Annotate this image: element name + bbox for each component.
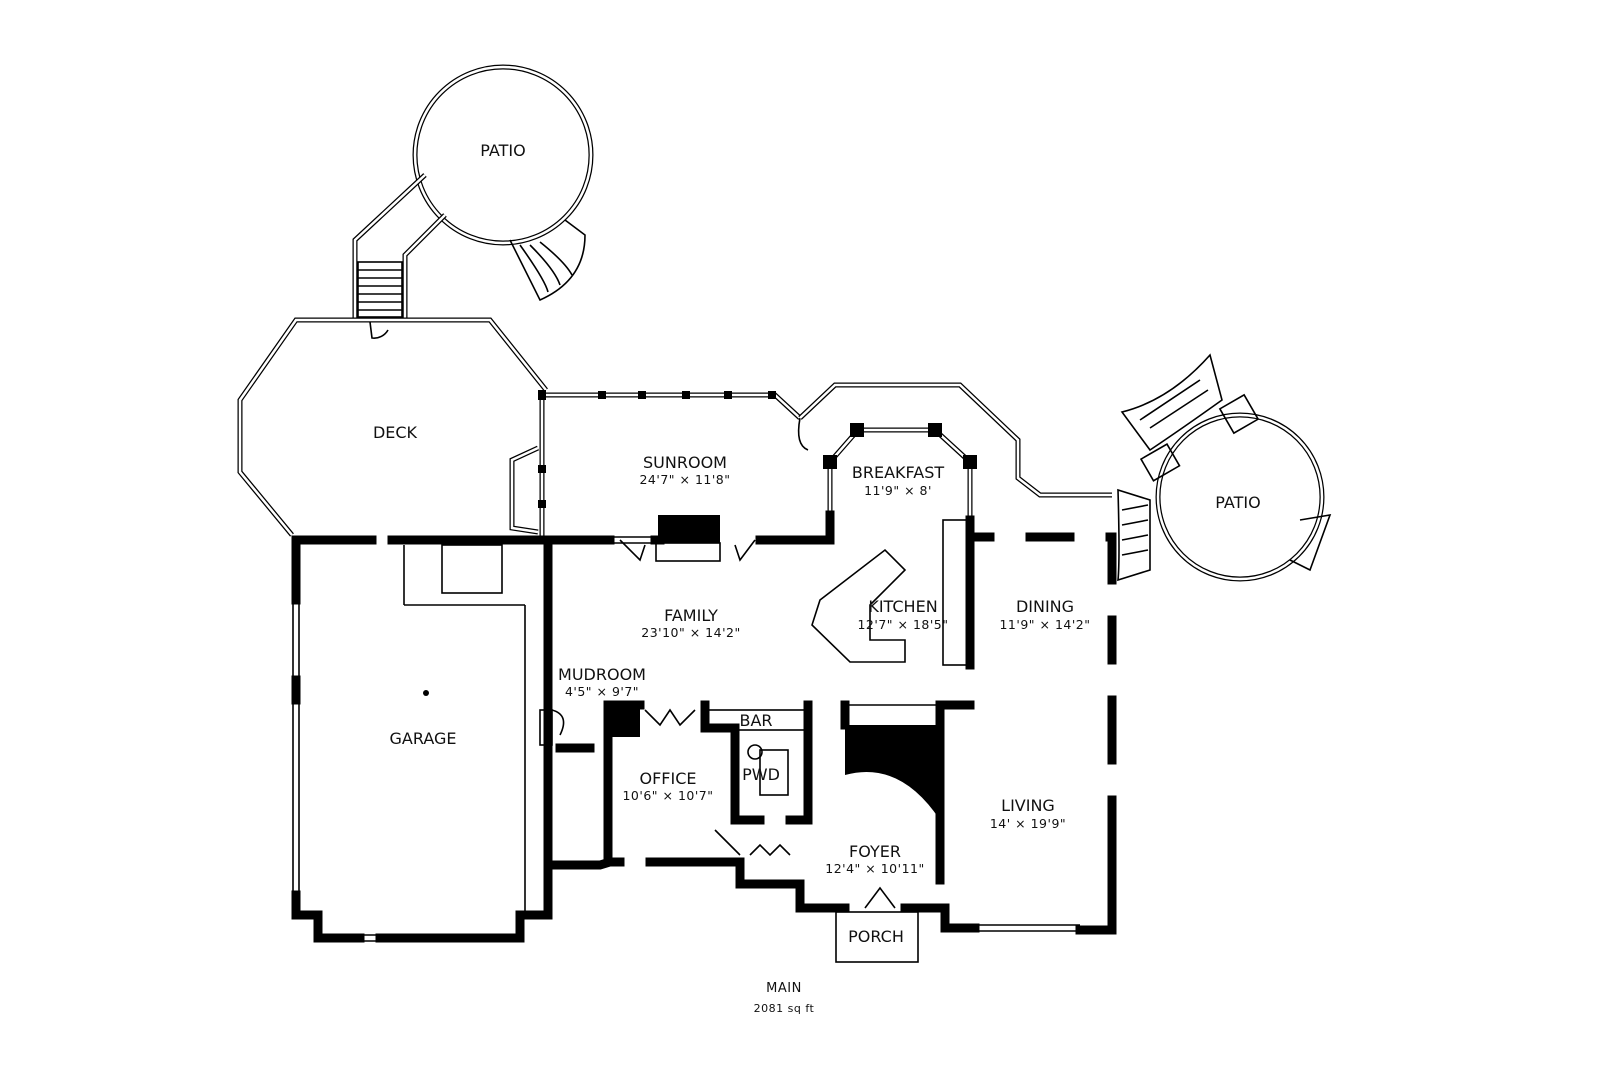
- room-kitchen: KITCHEN 12'7" × 18'5": [857, 597, 948, 632]
- room-name: BAR: [739, 711, 772, 730]
- sunroom-walls: [538, 390, 809, 540]
- room-patio-top: PATIO: [480, 141, 525, 160]
- room-dims: 24'7" × 11'8": [639, 472, 730, 487]
- room-name: GARAGE: [390, 729, 457, 748]
- room-patio-right: PATIO: [1215, 493, 1260, 512]
- windows: [292, 519, 1080, 963]
- room-name: PWD: [742, 765, 780, 784]
- room-foyer: FOYER 12'4" × 10'11": [825, 842, 924, 876]
- room-name: PORCH: [848, 927, 904, 946]
- room-name: MUDROOM: [558, 665, 646, 684]
- room-dims: 23'10" × 14'2": [641, 625, 740, 640]
- floor-name: MAIN: [766, 981, 802, 996]
- room-name: DINING: [1016, 597, 1074, 616]
- room-breakfast: BREAKFAST 11'9" × 8': [852, 463, 944, 498]
- room-dims: 12'7" × 18'5": [857, 617, 948, 632]
- room-porch: PORCH: [848, 927, 904, 946]
- room-office: OFFICE 10'6" × 10'7": [622, 769, 713, 803]
- floor-area: 2081 sq ft: [754, 1002, 815, 1015]
- room-sunroom: SUNROOM 24'7" × 11'8": [639, 453, 730, 487]
- patio-right-outline: [1117, 353, 1332, 582]
- room-deck: DECK: [373, 423, 418, 442]
- room-name: FOYER: [849, 842, 901, 861]
- room-name: KITCHEN: [868, 597, 937, 616]
- room-bar: BAR: [739, 711, 772, 730]
- room-dims: 10'6" × 10'7": [622, 788, 713, 803]
- deck-outline: [237, 317, 548, 537]
- fireplace: [658, 515, 720, 543]
- room-dims: 14' × 19'9": [990, 816, 1066, 831]
- room-name: LIVING: [1001, 796, 1055, 815]
- room-name: SUNROOM: [643, 453, 727, 472]
- room-dims: 4'5" × 9'7": [565, 684, 639, 699]
- exterior-walls: [291, 510, 1117, 943]
- room-pwd: PWD: [742, 765, 780, 784]
- room-name: PATIO: [1215, 493, 1260, 512]
- room-garage: GARAGE: [390, 690, 457, 748]
- room-name: PATIO: [480, 141, 525, 160]
- room-name: BREAKFAST: [852, 463, 944, 482]
- room-dims: 12'4" × 10'11": [825, 861, 924, 876]
- room-mudroom: MUDROOM 4'5" × 9'7": [558, 665, 646, 699]
- room-name: DECK: [373, 423, 418, 442]
- room-dining: DINING 11'9" × 14'2": [999, 597, 1090, 632]
- room-name: OFFICE: [640, 769, 697, 788]
- room-living: LIVING 14' × 19'9": [990, 796, 1066, 831]
- patio-top-outline: [352, 64, 594, 320]
- room-dims: 11'9" × 8': [864, 483, 932, 498]
- room-dims: 11'9" × 14'2": [999, 617, 1090, 632]
- room-family: FAMILY 23'10" × 14'2": [641, 606, 740, 640]
- room-name: FAMILY: [664, 606, 718, 625]
